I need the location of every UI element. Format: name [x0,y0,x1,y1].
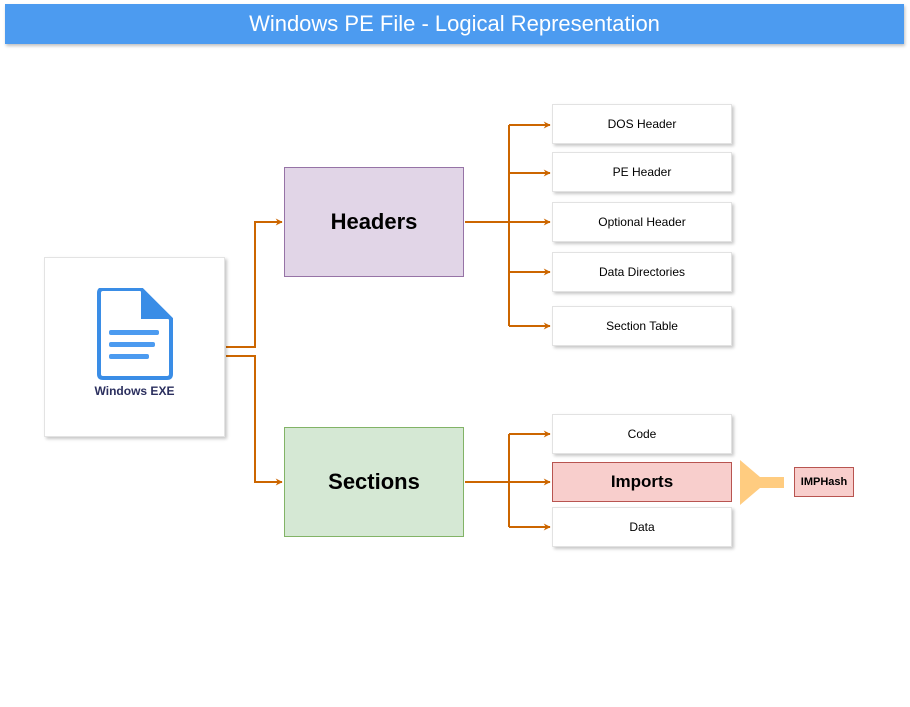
section-table-label: Section Table [606,319,678,333]
title-bar: Windows PE File - Logical Representation [5,4,904,44]
data-label: Data [629,520,655,534]
imports-node: Imports [552,462,732,502]
document-icon [97,288,173,380]
windows-exe-node: Windows EXE [44,257,225,437]
imports-label: Imports [610,472,674,491]
sections-label: Sections [328,469,420,494]
data-directories-node: Data Directories [552,252,732,292]
optional-header-node: Optional Header [552,202,732,242]
diagram-title: Windows PE File - Logical Representation [249,11,660,36]
pe-header-node: PE Header [552,152,732,192]
data-node: Data [552,507,732,547]
funnel-arrow [740,460,784,505]
windows-exe-label: Windows EXE [94,384,175,398]
headers-label: Headers [330,209,418,234]
edge-exe-headers [226,218,283,348]
data-directories-label: Data Directories [598,265,686,279]
edge-exe-sections [226,355,283,486]
optional-header-label: Optional Header [598,215,686,229]
imphash-node: IMPHash [794,467,854,497]
pe-header-label: PE Header [612,165,672,179]
imphash-label: IMPHash [800,476,848,488]
code-node: Code [552,414,732,454]
code-label: Code [627,427,657,441]
dos-header-node: DOS Header [552,104,732,144]
dos-header-label: DOS Header [607,117,677,131]
sections-node: Sections [284,427,464,537]
section-table-node: Section Table [552,306,732,346]
headers-node: Headers [284,167,464,277]
